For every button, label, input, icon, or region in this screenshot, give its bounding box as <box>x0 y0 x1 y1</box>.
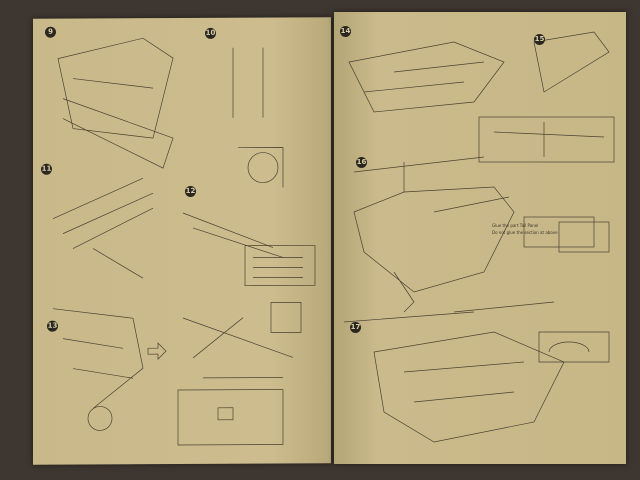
note-tail-glue-2: Do not glue the section at above <box>492 230 558 235</box>
step-10-badge: 10 <box>205 27 216 39</box>
step-11-badge: 11 <box>41 163 52 175</box>
step-9-badge: 9 <box>45 26 56 38</box>
step-16-badge: 16 <box>356 157 367 168</box>
instruction-page-right: 14 15 16 17 Glue the part Tail Panel Do … <box>334 12 626 464</box>
step-15-badge: 15 <box>534 34 545 45</box>
step-14-badge: 14 <box>340 26 351 37</box>
line-drawings-left <box>52 37 316 446</box>
step-13-badge: 13 <box>47 320 58 332</box>
step-12-badge: 12 <box>185 185 196 197</box>
note-tail-glue: Glue the part Tail Panel <box>492 223 539 228</box>
step-17-badge: 17 <box>350 322 361 333</box>
instruction-page-left: 9 10 11 12 13 <box>33 17 331 465</box>
line-drawings-right <box>343 31 615 443</box>
